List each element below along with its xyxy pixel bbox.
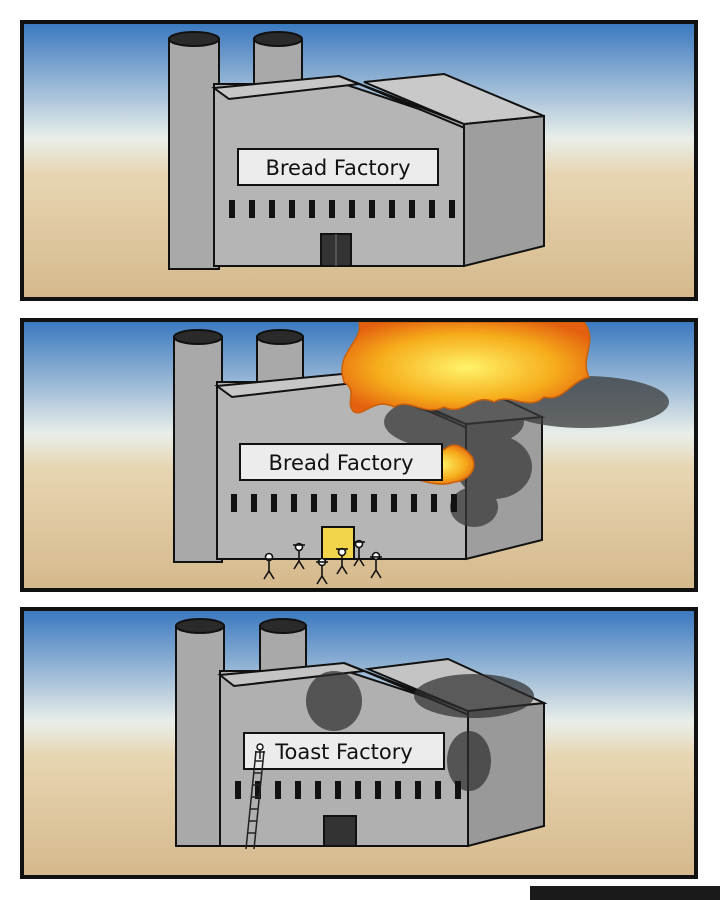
comic-panel-3: Toast Factory	[20, 607, 698, 879]
window-row	[231, 494, 457, 512]
comic-panel-1: Bread Factory	[20, 20, 698, 301]
factory-building	[211, 72, 545, 268]
factory-sign-text: Bread Factory	[265, 156, 410, 180]
factory-sign-text: Toast Factory	[274, 740, 413, 764]
panel-3-scene: Toast Factory	[24, 611, 694, 875]
factory-sign	[239, 443, 443, 481]
factory-sign-text: Bread Factory	[268, 451, 413, 475]
ladder	[245, 750, 265, 850]
chimney-left	[173, 329, 223, 563]
panel-2-scene: Bread Factory	[24, 322, 694, 588]
factory-door	[323, 815, 357, 847]
chimney-left	[175, 618, 225, 847]
panel-1-scene: Bread Factory	[24, 24, 694, 297]
window-row	[235, 781, 461, 799]
cropped-footer-bar	[530, 886, 720, 900]
factory-sign	[237, 148, 439, 186]
chimney-left	[168, 31, 220, 270]
worker-on-ladder	[255, 743, 265, 759]
factory-door-open	[321, 526, 355, 560]
fleeing-workers	[263, 539, 382, 585]
factory-sign	[243, 732, 445, 770]
window-row	[229, 200, 455, 218]
soot-marks	[306, 671, 534, 791]
comic-panel-2: Bread Factory	[20, 318, 698, 592]
